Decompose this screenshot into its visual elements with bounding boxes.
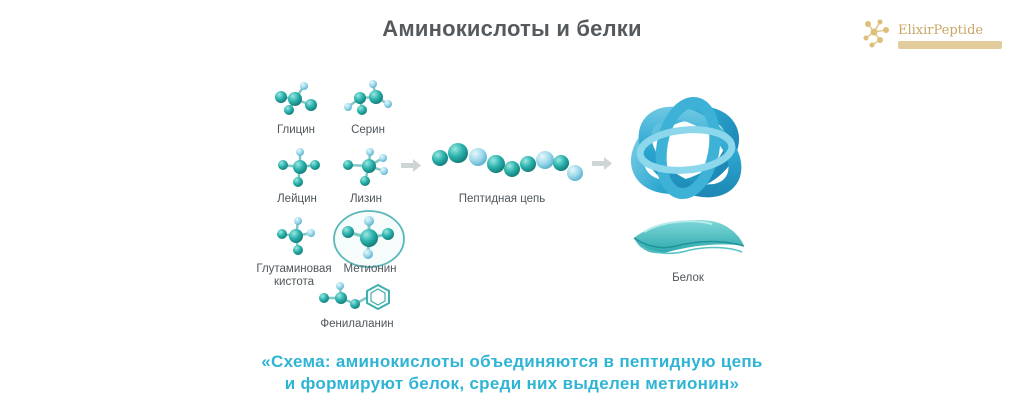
glutamic-acid-molecule xyxy=(277,217,315,255)
leucine-molecule xyxy=(278,148,320,187)
page-title: Аминокислоты и белки xyxy=(382,16,642,41)
methionine-molecule xyxy=(342,216,394,259)
brand-logo: ElixirPeptide xyxy=(858,14,1008,54)
glycine-molecule xyxy=(275,82,317,115)
caption-line-1: «Схема: аминокислоты объединяются в пепт… xyxy=(261,352,763,371)
protein-sheet xyxy=(633,219,745,255)
label-leucine: Лейцин xyxy=(277,193,317,205)
arrow-right-icon xyxy=(401,159,421,172)
peptide-chain xyxy=(432,143,583,181)
serine-molecule xyxy=(344,80,392,115)
arrow-right-icon xyxy=(592,157,612,170)
caption-line-2: и формируют белок, среди них выделен мет… xyxy=(284,374,740,393)
molecule-logo-icon xyxy=(863,19,889,48)
label-serine: Серин xyxy=(351,124,385,136)
caption: «Схема: аминокислоты объединяются в пепт… xyxy=(0,351,1024,395)
lysine-molecule xyxy=(343,148,388,186)
label-methionine: Метионин xyxy=(343,263,397,275)
phenylalanine-molecule xyxy=(319,282,390,311)
label-lysine: Лизин xyxy=(349,193,383,205)
label-glutamic-acid: Глутаминовая кистота xyxy=(256,263,332,288)
label-peptide-chain: Пептидная цепь xyxy=(458,193,546,205)
label-phenylalanine: Фенилаланин xyxy=(320,318,394,330)
protein-structure xyxy=(630,96,742,200)
brand-name: ElixirPeptide xyxy=(898,23,984,38)
label-glycine: Глицин xyxy=(276,124,316,136)
brand-tagline-bar xyxy=(898,41,1002,49)
label-protein: Белок xyxy=(672,272,704,284)
